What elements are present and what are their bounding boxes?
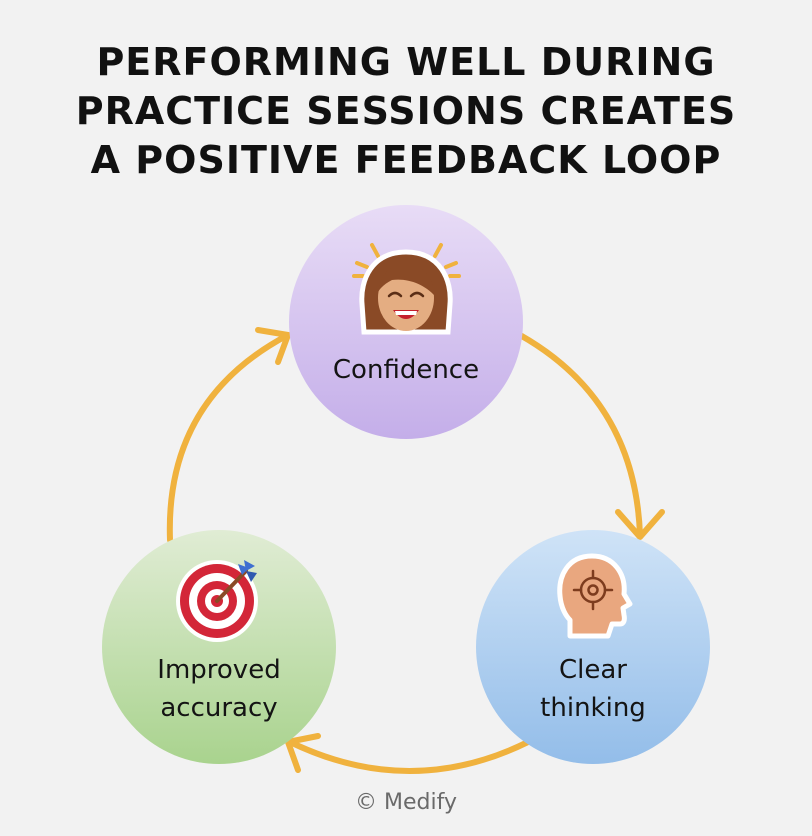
title-line-1: PERFORMING WELL DURING: [96, 40, 716, 84]
title-line-2: PRACTICE SESSIONS CREATES: [75, 89, 737, 133]
arrow-confidence-to-clear-thinking: [517, 332, 643, 538]
arrow-accuracy-to-confidence: [166, 332, 291, 543]
arrowhead-accuracy: [285, 733, 321, 773]
improved-accuracy-label-line-1: Improved: [157, 655, 281, 685]
confidence-label: Confidence: [296, 351, 516, 389]
arrowhead-confidence: [255, 327, 291, 365]
node-improved-accuracy-circle: [102, 530, 336, 764]
node-clear-thinking-circle: [476, 530, 710, 764]
improved-accuracy-label: Improved accuracy: [109, 651, 329, 727]
clear-thinking-label-line-1: Clear: [559, 655, 627, 685]
head-crosshair-icon: [557, 553, 633, 639]
arrowhead-clear-thinking: [615, 509, 665, 540]
smiling-woman-icon: [352, 243, 461, 335]
title-line-3: A POSITIVE FEEDBACK LOOP: [90, 138, 722, 182]
clear-thinking-label-line-2: thinking: [540, 693, 646, 723]
bullseye-dart-icon: [176, 560, 258, 642]
page-title: PERFORMING WELL DURING PRACTICE SESSIONS…: [0, 38, 812, 185]
loop-arrows: [166, 327, 665, 774]
improved-accuracy-label-line-2: accuracy: [160, 693, 278, 723]
confidence-label-text: Confidence: [332, 355, 480, 385]
copyright-footer: © Medify: [355, 790, 457, 815]
clear-thinking-label: Clear thinking: [483, 651, 703, 727]
arrow-clear-thinking-to-accuracy: [287, 739, 531, 774]
